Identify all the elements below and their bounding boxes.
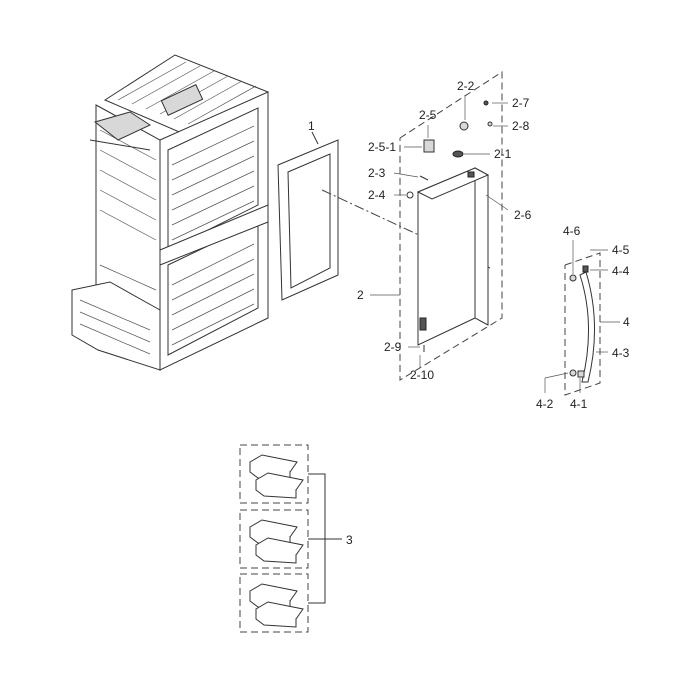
label-4-1: 4-1	[570, 397, 588, 411]
label-1: 1	[308, 119, 315, 133]
label-4-5: 4-5	[612, 243, 630, 257]
label-4-3: 4-3	[612, 346, 630, 360]
label-2-3: 2-3	[368, 166, 386, 180]
door-bins	[239, 444, 342, 633]
label-4-4: 4-4	[612, 264, 630, 278]
label-4-2: 4-2	[536, 397, 554, 411]
label-2-8: 2-8	[512, 119, 530, 133]
label-2-2: 2-2	[457, 79, 475, 93]
label-2-5: 2-5	[419, 108, 437, 122]
door-bin-1	[249, 454, 304, 499]
label-2-4: 2-4	[368, 188, 386, 202]
door-bin-3	[249, 583, 304, 628]
door-gasket	[277, 139, 339, 301]
label-4-6: 4-6	[563, 224, 581, 238]
handle-assembly	[544, 240, 620, 396]
label-2-10: 2-10	[410, 368, 434, 382]
label-2: 2	[357, 288, 364, 302]
label-2-7: 2-7	[512, 96, 530, 110]
label-3: 3	[346, 533, 353, 547]
label-2-6: 2-6	[514, 208, 532, 222]
refrigerator-cabinet	[71, 54, 270, 371]
label-2-9: 2-9	[384, 340, 402, 354]
door-bin-2	[249, 519, 304, 564]
label-2-1: 2-1	[494, 147, 512, 161]
label-4: 4	[623, 315, 630, 329]
door-assembly	[370, 71, 509, 381]
label-2-5-1: 2-5-1	[368, 140, 396, 154]
